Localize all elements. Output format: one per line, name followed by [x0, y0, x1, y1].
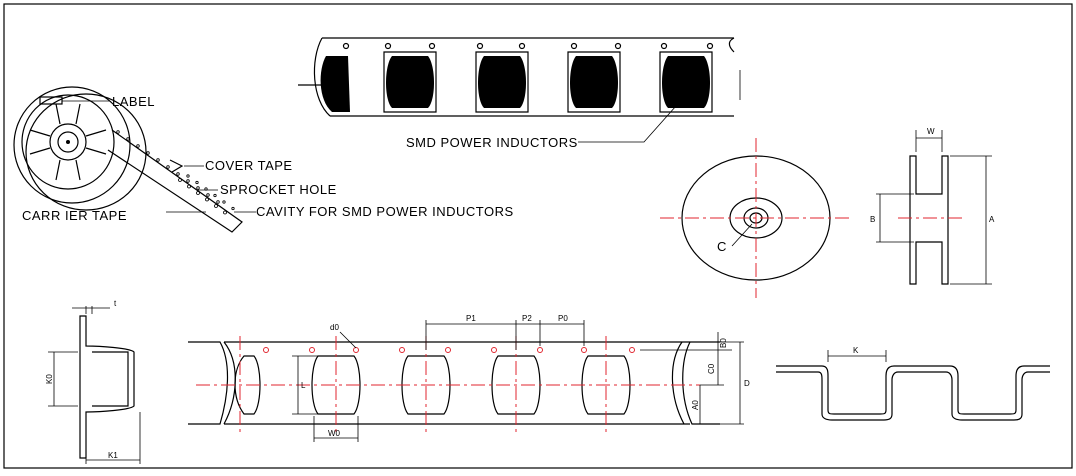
dim-t: t	[114, 299, 117, 308]
c-label: C	[717, 239, 727, 254]
dim-c0: C0	[707, 363, 716, 374]
sprocket-hole	[537, 347, 543, 353]
tape-dot	[186, 179, 190, 183]
sprocket-hole	[491, 347, 497, 353]
tape-dot	[146, 151, 150, 155]
reel-perspective: LABEL COVER TAPE SPROCKET HOLE CAVITY FO…	[13, 86, 514, 233]
cavity-dot	[178, 178, 182, 182]
sprocket-hole	[399, 347, 405, 353]
sprocket-hole	[263, 347, 269, 353]
cavity-callout: CAVITY FOR SMD POWER INDUCTORS	[256, 204, 514, 219]
sprocket-dot	[222, 200, 226, 204]
sprocket-dot	[213, 193, 217, 198]
dim-d: D	[744, 379, 750, 388]
pocket	[401, 355, 451, 415]
sprocket-hole	[428, 42, 436, 50]
sprocket-dot	[195, 180, 199, 185]
sprocket-hole	[384, 42, 392, 50]
pocket	[491, 355, 541, 415]
top-carrier-tape: SMD POWER INDUCTORS	[298, 37, 741, 150]
sprocket-hole	[476, 42, 484, 50]
tape-dot	[196, 186, 200, 190]
sprocket-hole	[614, 42, 622, 50]
sprocket-hole-callout: SPROCKET HOLE	[220, 182, 337, 197]
pocket-frame	[383, 51, 437, 113]
cavity-dot	[196, 191, 200, 195]
tape-dot	[206, 193, 210, 197]
sprocket-hole	[570, 42, 578, 50]
sprocket-hole	[660, 42, 668, 50]
sprocket-hole	[706, 42, 714, 50]
pocket-partial	[234, 355, 261, 415]
reel-front-view: C	[660, 138, 852, 298]
sprocket-hole	[309, 347, 315, 353]
dim-k: K	[853, 346, 859, 355]
pocket	[581, 355, 631, 415]
tape-dot	[136, 144, 140, 148]
tape-dot	[176, 172, 180, 176]
dim-w0: W0	[328, 429, 341, 438]
dim-d0: d0	[330, 323, 339, 332]
tape-dot	[216, 200, 220, 204]
pocket-cavity	[478, 56, 526, 108]
dim-k1: K1	[108, 451, 118, 460]
sprocket-hole	[518, 42, 526, 50]
sprocket-hole	[445, 347, 451, 353]
dim-p0: P0	[558, 314, 568, 323]
tape-plan-view: P1 P2 P0 d0 B0 C0 A0 D L W0	[188, 314, 750, 442]
sprocket-dot	[186, 174, 190, 178]
tape-dot	[156, 158, 160, 162]
pocket-cavity	[662, 56, 710, 108]
dim-b: B	[870, 215, 875, 224]
pocket-cavity	[386, 56, 434, 108]
tape-dot	[166, 165, 170, 169]
pocket	[311, 355, 361, 415]
smd-power-inductors-label: SMD POWER INDUCTORS	[406, 135, 578, 150]
cavity-dot	[187, 184, 191, 189]
sprocket-dot	[231, 206, 235, 211]
pocket-frame	[475, 51, 529, 113]
pocket-frame	[567, 51, 621, 113]
dim-w: W	[927, 127, 935, 136]
reel-side-view: W A B	[870, 127, 995, 285]
carrier-tape-callout: CARR IER TAPE	[22, 208, 127, 223]
sprocket-hole	[629, 347, 635, 353]
label-callout: LABEL	[112, 94, 155, 109]
drawing-frame	[3, 3, 1073, 469]
tape-cross-section: t K0 K1	[45, 299, 141, 464]
dim-a: A	[989, 215, 995, 224]
cover-tape-callout: COVER TAPE	[205, 158, 293, 173]
sprocket-hole	[342, 42, 350, 50]
sprocket-hole	[353, 347, 359, 353]
tape-dot	[126, 137, 130, 141]
dim-k0: K0	[45, 374, 54, 384]
dim-p1: P1	[466, 314, 476, 323]
dim-b0: B0	[719, 338, 728, 348]
cavity-dot	[214, 204, 218, 208]
dim-a0: A0	[691, 400, 700, 410]
sprocket-hole	[581, 347, 587, 353]
pocket-cavity	[570, 56, 618, 108]
dim-p2: P2	[522, 314, 532, 323]
dim-l: L	[301, 381, 306, 390]
cavity-dot	[223, 210, 227, 215]
cavity-dot	[205, 197, 209, 202]
pocket-frame	[659, 51, 713, 113]
emboss-profile: K	[776, 346, 1050, 421]
tape-dot	[116, 130, 120, 134]
